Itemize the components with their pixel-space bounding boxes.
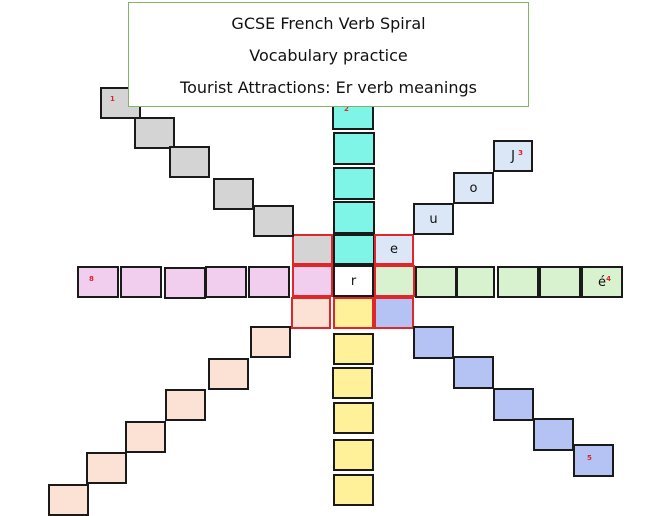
topic-label: Tourist Attractions: Er verb meanings [180,78,477,98]
arm-7-cell[interactable] [48,484,89,516]
arm-8-cell[interactable] [248,266,290,298]
cell-letter: e [390,242,398,257]
arm-1-cell[interactable] [213,178,254,210]
clue-number: 2 [344,105,349,113]
center-cell[interactable]: r [333,265,374,297]
arm-1-cell[interactable] [169,146,210,178]
arm-5-cell[interactable] [453,356,494,389]
arm-7-cell[interactable] [86,452,127,484]
arm-3-cell[interactable]: u [413,203,454,235]
arm-6-cell[interactable] [333,333,374,365]
arm-7-cell[interactable] [165,389,206,421]
arm-4-cell[interactable] [415,266,457,298]
arm-8-cell[interactable] [205,266,247,298]
page-title: GCSE French Verb Spiral [231,13,426,33]
center-ring-cell[interactable] [292,265,333,297]
clue-number: 8 [89,275,94,283]
center-ring-cell[interactable] [374,265,415,297]
arm-6-cell[interactable] [333,402,374,434]
arm-8-cell[interactable] [120,266,162,298]
clue-number: 4 [606,275,611,283]
center-ring-cell[interactable] [333,297,374,329]
arm-3-cell[interactable]: o [453,172,494,204]
arm-6-cell[interactable] [333,474,374,506]
center-ring-cell[interactable] [374,297,414,329]
arm-2-cell[interactable] [333,201,375,234]
arm-5-cell[interactable] [533,418,574,451]
cell-letter: u [429,211,438,227]
arm-5-cell[interactable] [493,388,534,421]
arm-8-cell[interactable]: 8 [77,266,119,298]
arm-7-cell[interactable] [125,421,166,453]
arm-6-cell[interactable] [333,439,374,471]
clue-number: 3 [518,149,523,157]
arm-6-cell[interactable] [332,367,373,399]
arm-2-cell[interactable] [333,167,375,200]
clue-number: 5 [587,454,592,462]
cell-letter: o [469,180,478,196]
cell-letter: J [511,148,515,164]
arm-8-cell[interactable] [164,267,206,299]
arm-2-cell[interactable] [333,132,375,165]
arm-2-cell[interactable] [333,234,375,265]
center-ring-cell[interactable] [292,234,333,265]
cell-letter: é [598,274,606,290]
arm-4-cell[interactable] [539,266,581,298]
arm-4-cell[interactable] [497,266,539,298]
arm-5-cell[interactable] [413,326,454,359]
page-subtitle: Vocabulary practice [249,45,408,65]
clue-number: 1 [110,95,115,103]
cell-letter: r [350,273,357,289]
arm-1-cell[interactable] [253,205,294,237]
title-box: GCSE French Verb Spiral Vocabulary pract… [128,2,529,107]
center-ring-cell[interactable] [291,297,331,329]
arm-1-cell[interactable] [134,117,175,149]
arm-3-cell[interactable]: e [374,234,414,265]
arm-7-cell[interactable] [250,326,291,358]
arm-5-cell[interactable]: 5 [573,444,614,477]
arm-7-cell[interactable] [208,358,249,390]
arm-4-cell[interactable] [456,266,495,298]
